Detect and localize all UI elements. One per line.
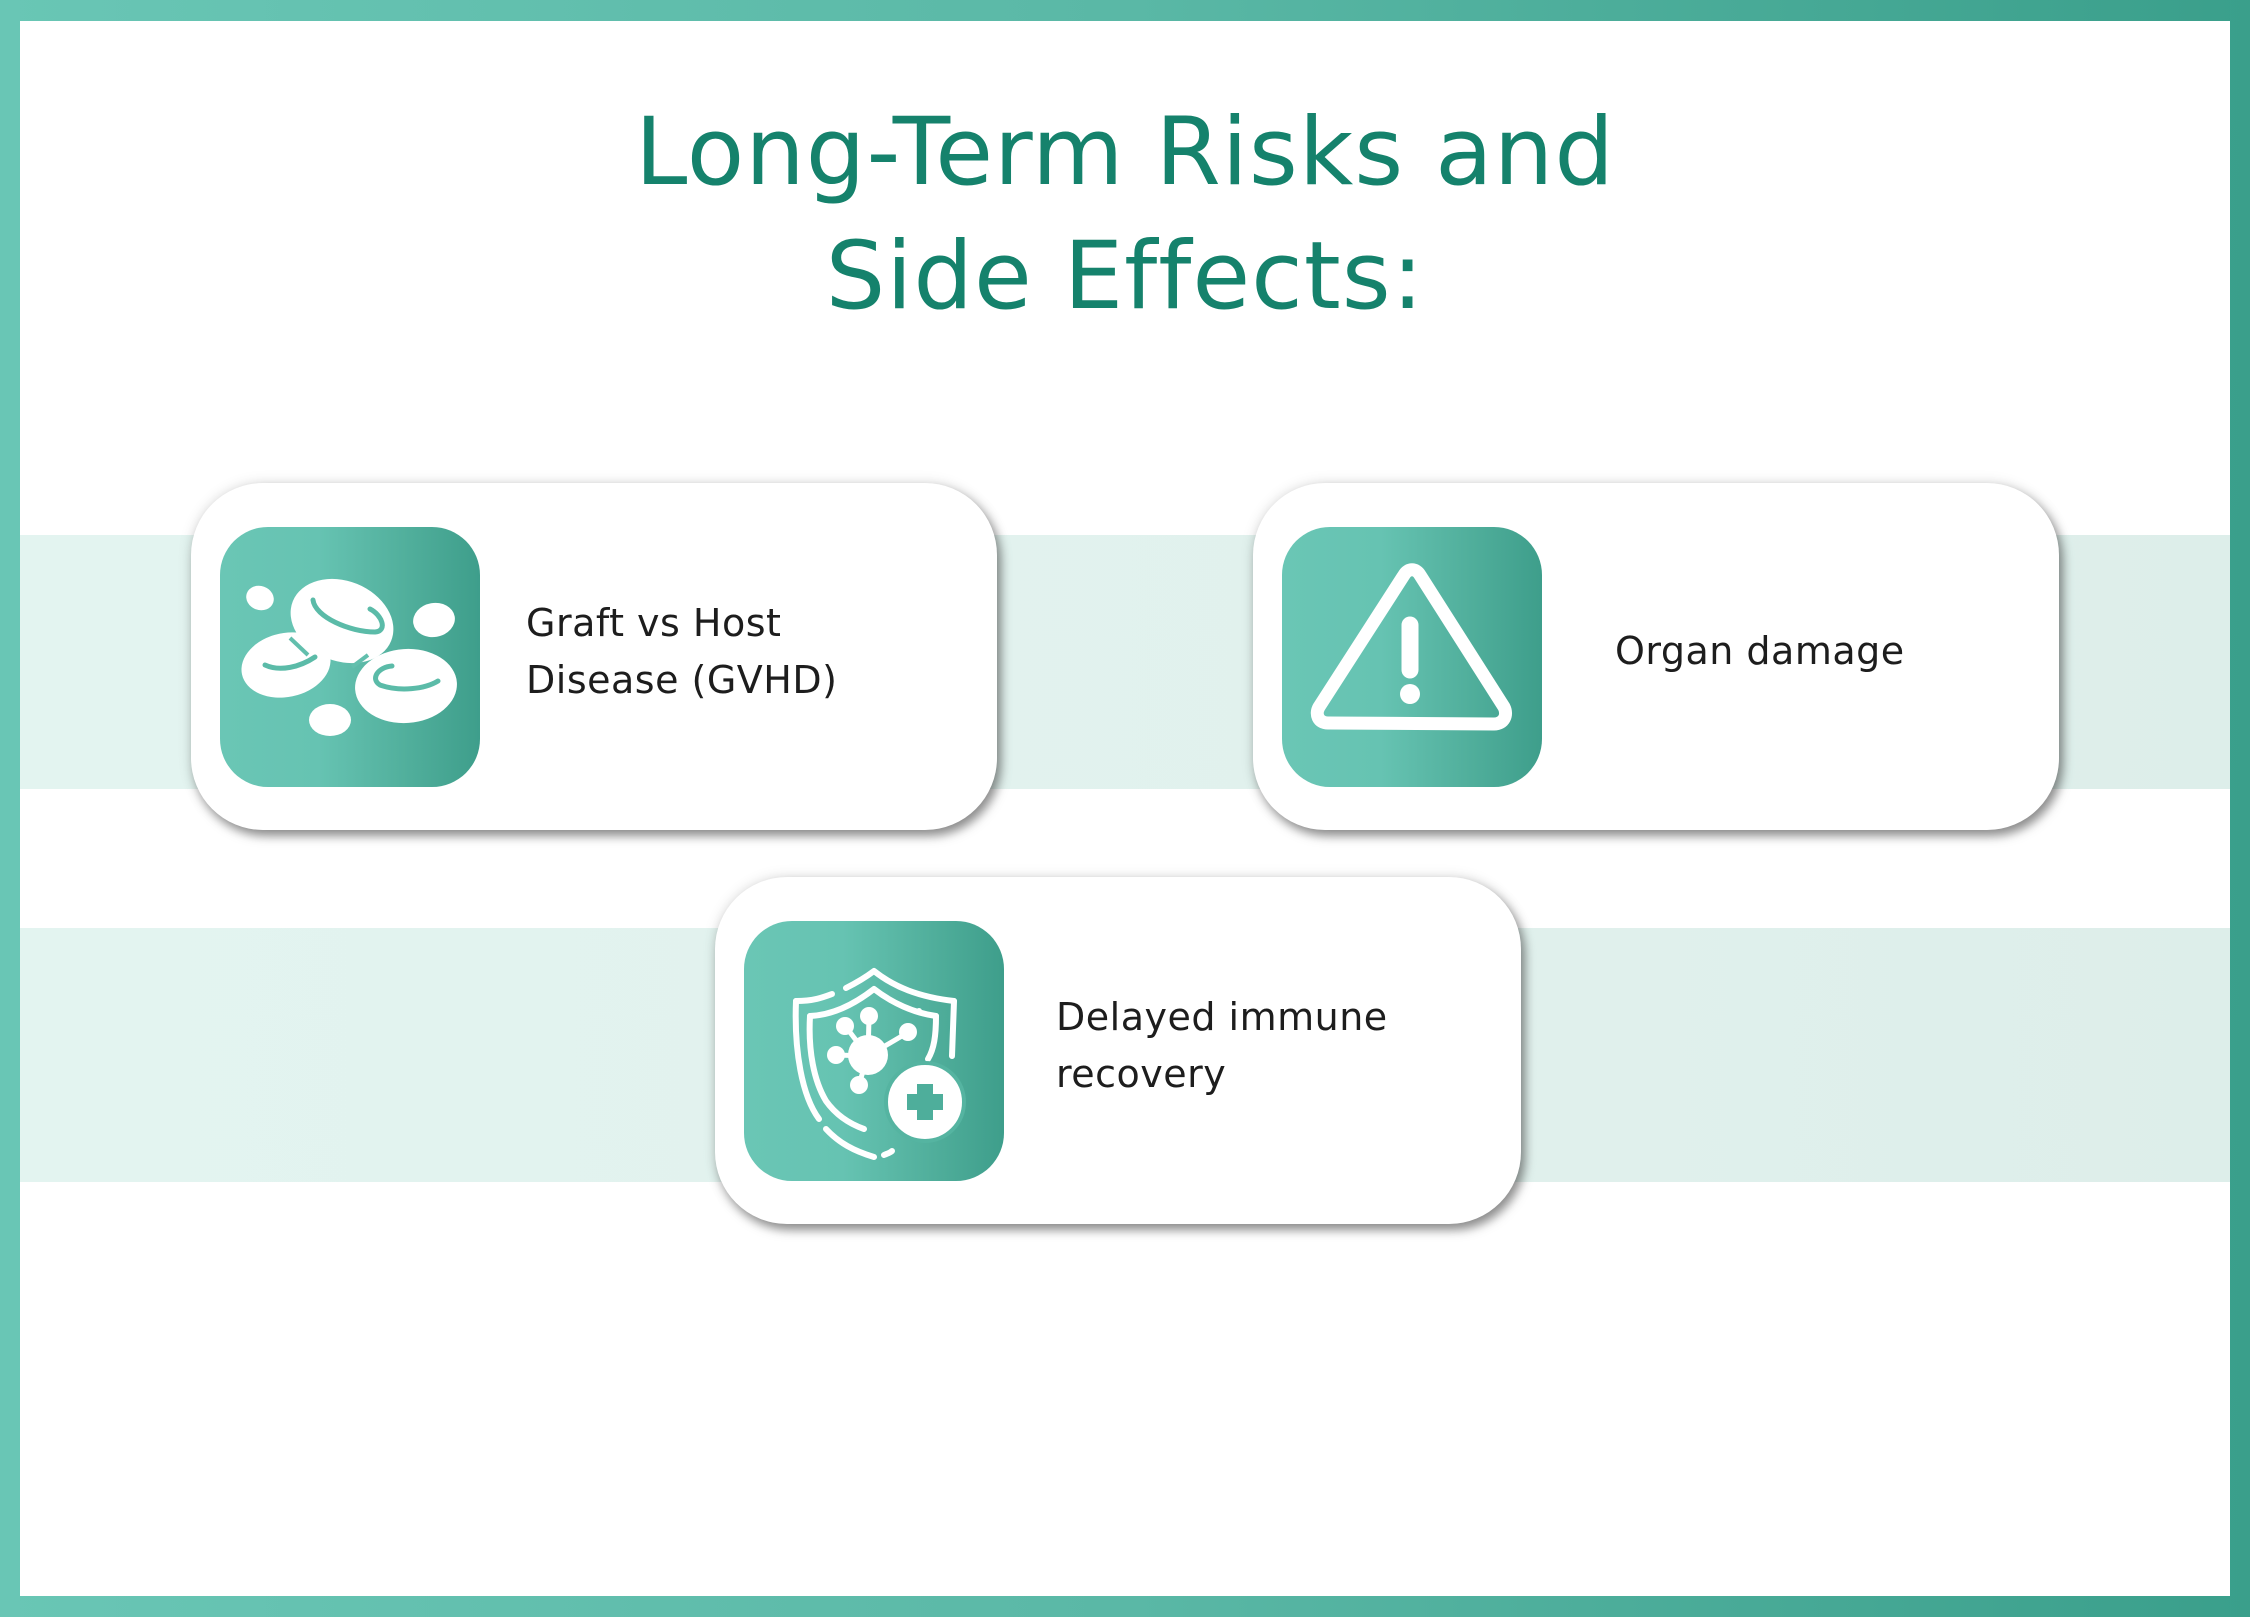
warning-triangle-icon — [1282, 527, 1542, 787]
immune-shield-icon — [744, 921, 1004, 1181]
page-title-line-2: Side Effects: — [825, 222, 1425, 331]
risk-card-label: Organ damage — [1615, 629, 1905, 673]
page-title: Long-Term Risks and Side Effects: — [20, 91, 2230, 339]
blood-cells-icon — [220, 527, 480, 787]
risk-card-immune-recovery: Delayed immune recovery — [715, 877, 1521, 1224]
risk-card-organ-damage: Organ damage — [1253, 483, 2059, 830]
content-area: Long-Term Risks and Side Effects: — [20, 21, 2230, 1596]
risk-card-label: Delayed immune recovery — [1056, 995, 1388, 1096]
page-title-line-1: Long-Term Risks and — [634, 98, 1616, 207]
risk-card-gvhd: Graft vs Host Disease (GVHD) — [191, 483, 997, 830]
risk-card-label: Graft vs Host Disease (GVHD) — [526, 601, 838, 702]
